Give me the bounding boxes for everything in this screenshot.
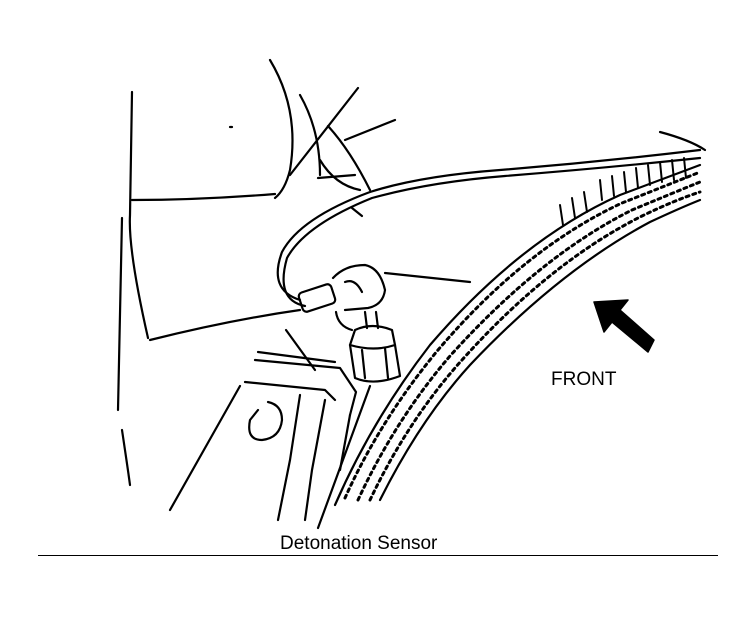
front-arrow-icon <box>593 299 655 353</box>
detonation-sensor-label: Detonation Sensor <box>280 533 438 554</box>
sensor-leader-line <box>316 384 372 530</box>
wiring-harness <box>333 163 702 507</box>
engine-block <box>116 58 397 487</box>
front-label: FRONT <box>551 369 617 390</box>
mounting-bracket <box>168 328 358 522</box>
wire-connector <box>297 263 472 313</box>
harness-ribs <box>559 157 687 226</box>
sensor-wire <box>276 130 707 308</box>
detonation-sensor <box>334 310 402 383</box>
baseline-divider <box>38 555 718 556</box>
